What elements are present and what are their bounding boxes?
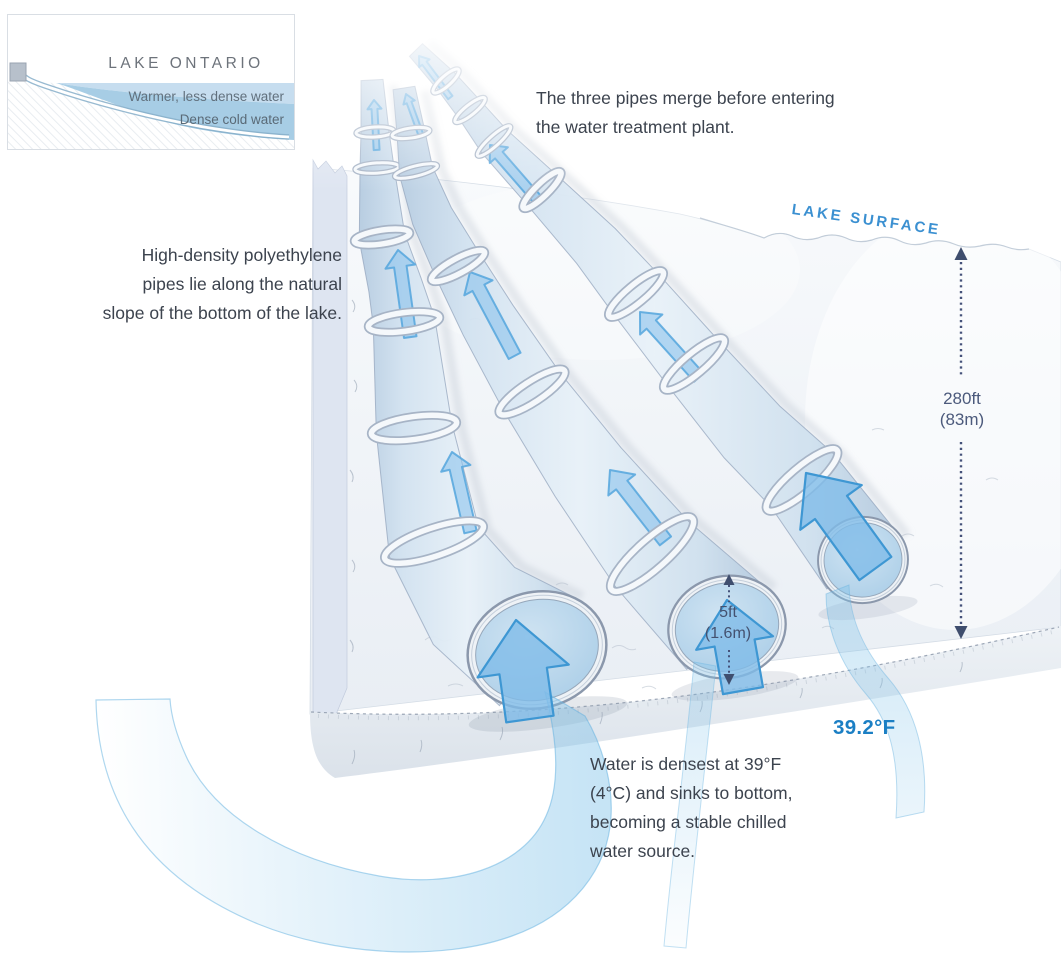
flow-arrow-icon — [463, 271, 522, 361]
pipe-diameter-label: 5ft (1.6m) — [704, 604, 752, 642]
measurements — [723, 247, 968, 685]
pipe-collar-highlight — [605, 267, 667, 321]
mouth-flow-arrows — [476, 471, 893, 724]
inset-cold-water-band — [56, 83, 294, 140]
middle-intake-tail — [663, 661, 717, 949]
intake-flow-arrow-icon — [476, 618, 570, 724]
intake-flow-arrow-icon — [695, 598, 775, 696]
diameter-arrow-down-icon — [723, 674, 735, 685]
slab-front-edge — [310, 626, 1060, 715]
flow-arrow-icon — [440, 451, 478, 535]
pipe-left — [349, 78, 578, 707]
flow-arrow-icon — [607, 469, 673, 547]
annotation-hdpe-pipes: High-density polyethylene pipes lie alon… — [102, 245, 342, 323]
pipe-collar-highlight — [660, 334, 728, 394]
inset-lake-ontario: LAKE ONTARIO Warmer, less dense water De… — [7, 14, 295, 150]
pipe-top-fade — [288, 16, 738, 191]
water-temperature-label: 39.2°F — [833, 716, 896, 739]
inset-pipe — [18, 68, 290, 139]
pipe-collar-highlight — [607, 513, 697, 595]
pipe-collar-highlight — [365, 308, 443, 336]
annotation-water-density: Water is densest at 39°F (4°C) and sinks… — [590, 754, 793, 861]
inset-treatment-plant — [9, 62, 27, 82]
inset-cross-section-svg — [8, 15, 294, 149]
pipe-collar-highlight — [351, 226, 413, 248]
lake-surface-waterline — [699, 217, 1030, 251]
inset-title: LAKE ONTARIO — [108, 55, 264, 72]
pipe-collar-highlight — [381, 517, 487, 567]
intake-current-sweeps — [95, 584, 926, 953]
depth-arrow-up-icon — [954, 247, 968, 260]
inset-cold-label: Dense cold water — [179, 112, 284, 127]
annotation-pipes-merge: The three pipes merge before entering th… — [536, 88, 835, 137]
right-intake-sweep — [825, 584, 926, 819]
depth-label: 280ft (83m) — [939, 389, 985, 429]
pipe-collar-highlight — [428, 247, 488, 285]
left-intake-sweep — [95, 690, 612, 953]
slab-front-face — [310, 626, 1061, 778]
inset-warm-label: Warmer, less dense water — [128, 89, 284, 104]
pipe-collar-highlight — [368, 412, 460, 444]
diameter-arrow-up-icon — [723, 574, 735, 585]
inset-warm-water-band — [56, 83, 294, 104]
depth-arrow-down-icon — [954, 626, 968, 639]
pipe-collar-highlight — [496, 366, 568, 418]
intake-flow-arrow-icon — [799, 471, 893, 582]
